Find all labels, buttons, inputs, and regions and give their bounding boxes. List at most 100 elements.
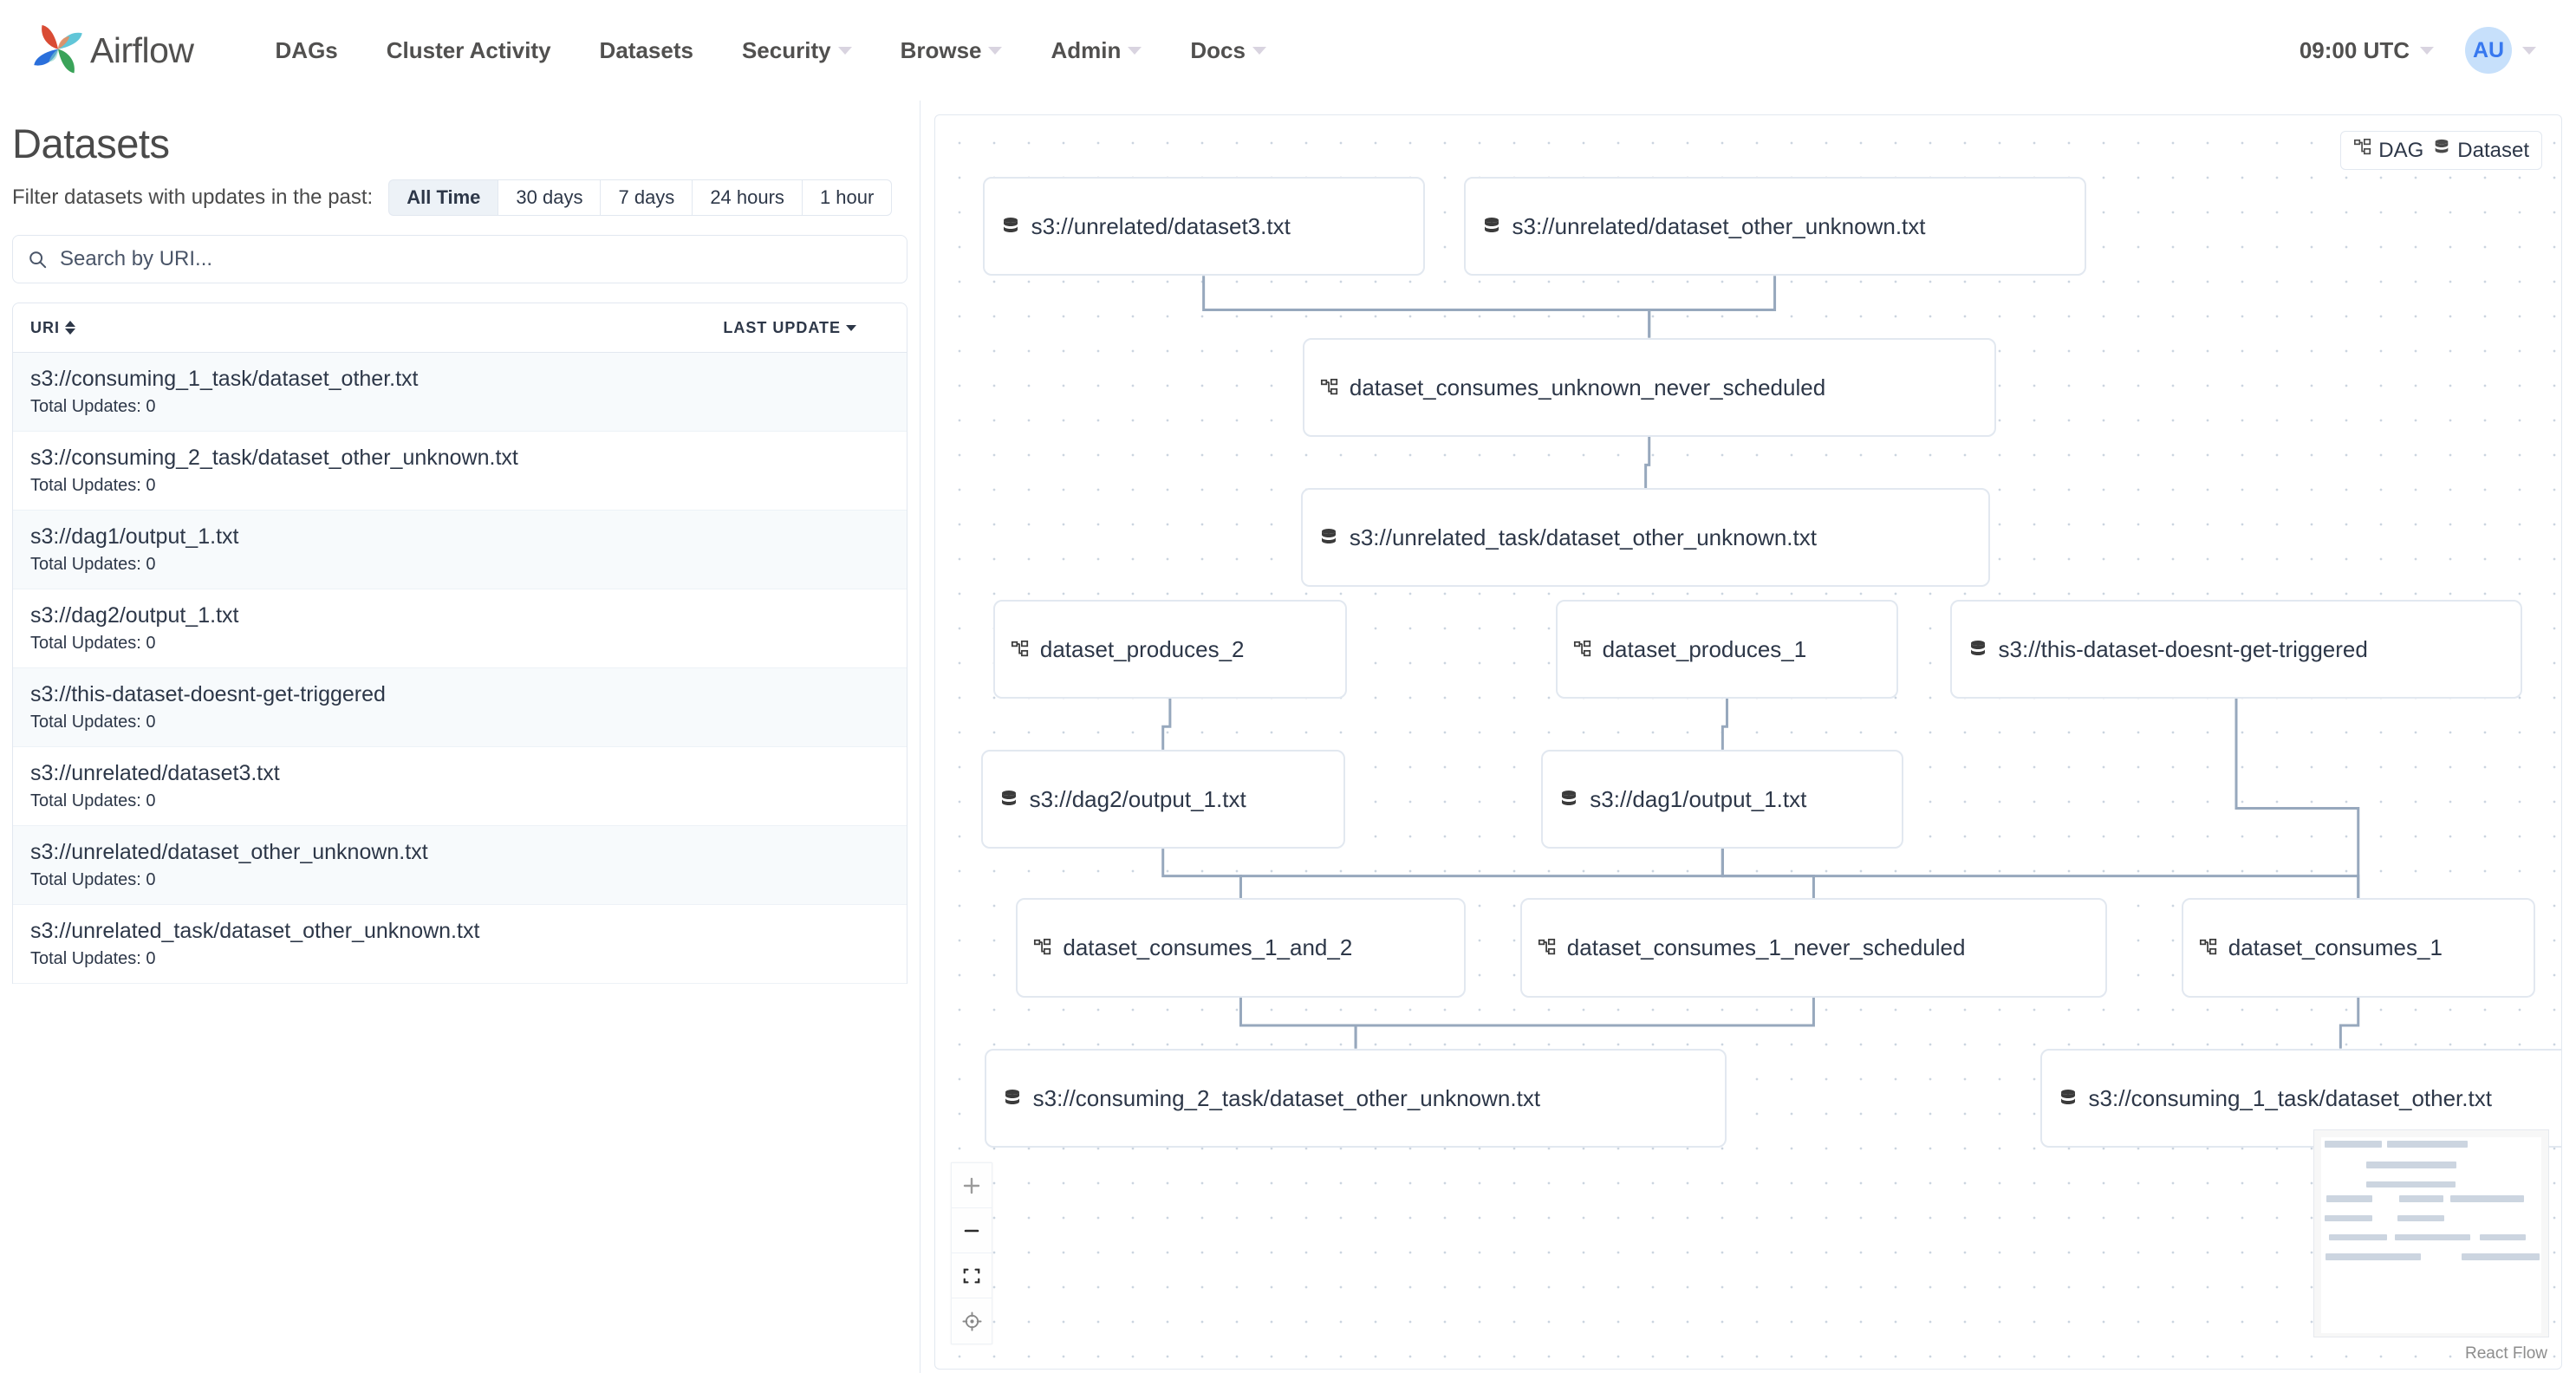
minimap-node — [2398, 1195, 2444, 1202]
page-body: Datasets Filter datasets with updates in… — [0, 101, 2576, 1373]
dataset-uri: s3://consuming_1_task/dataset_other.txt — [30, 367, 419, 391]
dataset-total-updates: Total Updates: 0 — [30, 634, 156, 653]
filter-24-hours[interactable]: 24 hours — [692, 179, 802, 216]
timezone-selector[interactable]: 09:00 UTC — [2300, 37, 2434, 64]
graph-node-label: dataset_produces_2 — [1039, 635, 1245, 662]
list-item[interactable]: s3://this-dataset-doesnt-get-triggered T… — [13, 668, 907, 747]
sort-desc-icon — [846, 324, 856, 331]
graph-node-dataset[interactable]: s3://dag1/output_1.txt — [1541, 749, 1904, 849]
zoom-in-button[interactable] — [952, 1163, 992, 1208]
dataset-database-icon — [1000, 216, 1021, 237]
dataset-total-updates: Total Updates: 0 — [30, 713, 156, 732]
graph-node-label: s3://consuming_2_task/dataset_other_unkn… — [1032, 1084, 1541, 1111]
fit-view-button[interactable] — [952, 1253, 992, 1298]
graph-node-dag[interactable]: dataset_consumes_1_and_2 — [1016, 898, 1466, 998]
graph-node-label: s3://this-dataset-doesnt-get-triggered — [1998, 635, 2368, 662]
dataset-uri: s3://this-dataset-doesnt-get-triggered — [30, 682, 386, 706]
page-title: Datasets — [12, 120, 170, 166]
dataset-uri: s3://dag1/output_1.txt — [30, 524, 239, 549]
filter-all-time[interactable]: All Time — [388, 179, 498, 216]
nav-item-docs[interactable]: Docs — [1166, 37, 1291, 64]
graph-node-dag[interactable]: dataset_produces_1 — [1555, 599, 1899, 699]
dag-hierarchy-icon — [1320, 378, 1339, 397]
column-header-uri[interactable]: URI — [30, 319, 75, 337]
graph-node-dataset[interactable]: s3://unrelated/dataset_other_unknown.txt — [1463, 176, 2086, 277]
minimap-node — [2462, 1253, 2540, 1260]
react-flow-attribution: React Flow — [2464, 1344, 2547, 1363]
nav-right: 09:00 UTC AU — [2300, 27, 2536, 74]
user-menu[interactable]: AU — [2465, 27, 2536, 74]
minimap-viewport — [2321, 1137, 2541, 1333]
legend-dag: DAG — [2353, 138, 2423, 163]
dataset-uri: s3://unrelated_task/dataset_other_unknow… — [30, 919, 480, 943]
dataset-database-icon — [1318, 527, 1339, 548]
nav-item-docs-label: Docs — [1190, 36, 1246, 63]
graph-node-dag[interactable]: dataset_consumes_1_never_scheduled — [1519, 898, 2108, 998]
nav-item-datasets-label: Datasets — [599, 36, 693, 63]
list-item[interactable]: s3://unrelated/dataset_other_unknown.txt… — [13, 826, 907, 905]
dataset-uri: s3://consuming_2_task/dataset_other_unkn… — [30, 446, 518, 470]
nav-item-dags-label: DAGs — [275, 36, 338, 63]
nav-item-admin[interactable]: Admin — [1026, 37, 1166, 64]
graph-node-dag[interactable]: dataset_consumes_unknown_never_scheduled — [1302, 337, 1996, 437]
dataset-total-updates: Total Updates: 0 — [30, 949, 156, 968]
brand-home-link[interactable]: Airflow — [29, 22, 194, 79]
graph-node-label: dataset_consumes_unknown_never_scheduled — [1349, 374, 1826, 400]
list-item[interactable]: s3://unrelated/dataset3.txt Total Update… — [13, 747, 907, 826]
minimap-node — [2387, 1141, 2468, 1148]
chevron-down-icon — [2522, 46, 2536, 55]
dag-hierarchy-icon — [2353, 138, 2372, 163]
nav-item-dags[interactable]: DAGs — [251, 37, 362, 64]
datasets-list: s3://consuming_1_task/dataset_other.txt … — [12, 353, 907, 984]
nav-item-browse[interactable]: Browse — [876, 37, 1027, 64]
airflow-pinwheel-logo — [29, 22, 87, 79]
avatar: AU — [2465, 27, 2512, 74]
graph-node-dataset[interactable]: s3://unrelated/dataset3.txt — [982, 176, 1425, 277]
nav-item-security[interactable]: Security — [718, 37, 876, 64]
time-filter-label: Filter datasets with updates in the past… — [12, 185, 374, 209]
list-item[interactable]: s3://consuming_1_task/dataset_other.txt … — [13, 353, 907, 432]
filter-7-days[interactable]: 7 days — [600, 179, 693, 216]
dataset-database-icon — [2058, 1088, 2078, 1109]
time-filter-row: Filter datasets with updates in the past… — [0, 167, 920, 216]
graph-node-dataset[interactable]: s3://this-dataset-doesnt-get-triggered — [1949, 599, 2523, 699]
clock-label: 09:00 UTC — [2299, 36, 2410, 63]
column-header-last-update[interactable]: LAST UPDATE — [723, 319, 856, 337]
minimap-node — [2366, 1162, 2456, 1168]
search-input[interactable] — [12, 235, 907, 283]
list-item[interactable]: s3://consuming_2_task/dataset_other_unkn… — [13, 432, 907, 511]
graph-minimap[interactable] — [2313, 1129, 2549, 1337]
dataset-database-icon — [2432, 138, 2451, 163]
dataset-graph-canvas[interactable]: s3://unrelated/dataset3.txt s3://unrelate… — [934, 114, 2562, 1370]
graph-node-dataset[interactable]: s3://dag2/output_1.txt — [980, 749, 1345, 849]
lock-center-button[interactable] — [952, 1298, 992, 1344]
graph-edge-layer — [1161, 276, 2360, 1049]
list-item[interactable]: s3://dag1/output_1.txt Total Updates: 0 — [13, 511, 907, 589]
dag-hierarchy-icon — [1538, 938, 1557, 957]
dataset-database-icon — [1558, 789, 1579, 810]
nav-item-datasets[interactable]: Datasets — [576, 37, 718, 64]
minimap-node — [2325, 1141, 2383, 1148]
minimap-node — [2449, 1195, 2525, 1202]
graph-node-dataset[interactable]: s3://unrelated_task/dataset_other_unknow… — [1300, 488, 1991, 588]
graph-node-label: dataset_produces_1 — [1602, 635, 1807, 662]
search-wrapper — [12, 235, 907, 283]
nav-item-cluster-activity[interactable]: Cluster Activity — [362, 37, 576, 64]
list-item[interactable]: s3://dag2/output_1.txt Total Updates: 0 — [13, 589, 907, 668]
dataset-database-icon — [1968, 639, 1988, 660]
graph-node-dataset[interactable]: s3://consuming_1_task/dataset_other.txt — [2039, 1048, 2561, 1148]
filter-1-hour[interactable]: 1 hour — [801, 179, 893, 216]
filter-30-days[interactable]: 30 days — [498, 179, 601, 216]
dataset-database-icon — [1481, 216, 1502, 237]
graph-node-dataset[interactable]: s3://consuming_2_task/dataset_other_unkn… — [984, 1048, 1727, 1148]
time-filter-buttons: All Time 30 days 7 days 24 hours 1 hour — [388, 179, 893, 216]
minimap-node — [2325, 1214, 2372, 1221]
zoom-out-button[interactable] — [952, 1208, 992, 1253]
dataset-database-icon — [999, 789, 1019, 810]
dataset-total-updates: Total Updates: 0 — [30, 397, 156, 416]
list-item[interactable]: s3://unrelated_task/dataset_other_unknow… — [13, 905, 907, 984]
minimap-node — [2397, 1214, 2444, 1221]
graph-node-dag[interactable]: dataset_produces_2 — [992, 599, 1347, 699]
graph-node-dag[interactable]: dataset_consumes_1 — [2181, 898, 2535, 998]
graph-node-label: s3://dag1/output_1.txt — [1590, 786, 1807, 813]
